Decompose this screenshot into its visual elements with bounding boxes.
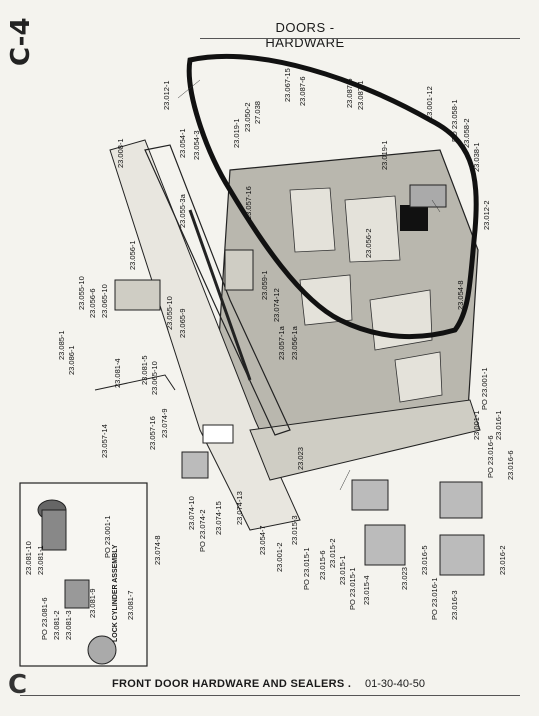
black-trim-block (400, 205, 428, 231)
part-label: PO 23.015-1 (302, 547, 311, 590)
part-label: 23.067-15 (283, 68, 292, 102)
part-label: 23.054-3 (192, 130, 201, 160)
part-label: 23.016-6 (506, 450, 515, 480)
part-label: PO 23.016-6 (486, 435, 495, 478)
window-seal (186, 53, 479, 340)
part-label: 23.087-1 (356, 80, 365, 110)
part-label: 23.074-13 (235, 491, 244, 525)
part-label: 23.016-2 (498, 545, 507, 575)
part-label: 23.055-3a (178, 194, 187, 228)
part-label: 23.085-1 (57, 330, 66, 360)
lock-washer (87, 635, 117, 665)
part-label: 23.074-8 (153, 535, 162, 565)
part-label: 23.057-16 (148, 416, 157, 450)
part-label: 27.038 (253, 101, 262, 124)
part-label: 23.058-2 (462, 118, 471, 148)
part-label: 23.087-6 (298, 76, 307, 106)
part-label: 23.057-16 (244, 186, 253, 220)
part-label: 23.054-1 (178, 128, 187, 158)
part-label: 23.054-7 (258, 525, 267, 555)
part-label: 23.057-14 (100, 424, 109, 458)
part-label: PO 23.081-6 (40, 597, 49, 640)
leader-lines (177, 79, 441, 491)
part-label: 23.038-1 (472, 142, 481, 172)
part-label: 23.081-2 (52, 610, 61, 640)
part-label: 23.065-10 (100, 284, 109, 318)
part-label: 23.065-9 (178, 308, 187, 338)
part-label: 23.055-10 (165, 296, 174, 330)
part-label: 23.015-6 (318, 550, 327, 580)
part-label: 23.001-1 (472, 410, 481, 440)
part-label: 23.081-7 (126, 590, 135, 620)
part-label: 23.008-1 (116, 138, 125, 168)
hinge-right (439, 481, 483, 519)
part-label: 23.001-2 (275, 542, 284, 572)
door-bottom-sill (249, 399, 481, 481)
part-label: PO 23.001-1 (480, 367, 489, 410)
part-label: 23.059-1 (260, 270, 269, 300)
part-label: 23.015-1 (338, 555, 347, 585)
corner-mark: C (8, 670, 28, 700)
part-label: 23.074-9 (160, 408, 169, 438)
control-rod (94, 374, 176, 391)
part-label: 23.087-5 (345, 78, 354, 108)
armrest-plate (202, 424, 234, 444)
part-label: 23.016-5 (420, 545, 429, 575)
footer-divider (20, 695, 520, 696)
part-label: 23.081-1 (36, 545, 45, 575)
part-label: 23.057-1a (277, 326, 286, 360)
footer-code: 01-30-40-50 (365, 678, 425, 690)
part-label: 23.056-2 (364, 228, 373, 258)
part-label: PO 23.016-1 (430, 577, 439, 620)
remote-control (224, 249, 254, 291)
part-label: PO 23.058-1 (450, 99, 459, 142)
part-label: 23.081-9 (88, 588, 97, 618)
part-label: 23.074-12 (272, 288, 281, 322)
part-label: 23.081-10 (24, 541, 33, 575)
latch-assembly (114, 279, 161, 311)
hinge-lower-left (364, 524, 406, 566)
part-label: 23.056-1a (290, 326, 299, 360)
part-label: 23.015-2 (328, 538, 337, 568)
lock-cylinder-assembly-title: LOCK CYLINDER ASSEMBLY (112, 544, 119, 643)
part-label: 23.056-1 (128, 240, 137, 270)
part-label: 23.016-3 (450, 590, 459, 620)
part-label: 23.019-1 (380, 140, 389, 170)
glass-run-channel (144, 144, 291, 436)
part-label: 23.074-15 (214, 501, 223, 535)
part-label: 23.081-3 (64, 610, 73, 640)
part-label: 23.015-4 (362, 575, 371, 605)
footer-title: FRONT DOOR HARDWARE AND SEALERS . (112, 678, 352, 690)
part-label: 23.081-5 (140, 355, 149, 385)
division-bar (188, 209, 252, 381)
part-label: 23.023 (400, 567, 409, 590)
part-label: 23.050-2 (243, 102, 252, 132)
lock-cylinder-body (41, 509, 67, 551)
part-label: 23.001-12 (425, 86, 434, 120)
upper-hinge (351, 479, 389, 511)
header-divider (200, 38, 520, 39)
inside-handle (181, 451, 209, 479)
door-panel-openings (289, 187, 443, 403)
lock-cam (64, 579, 90, 609)
part-label: 23.054-8 (456, 280, 465, 310)
part-label: 23.012-1 (162, 80, 171, 110)
part-label: 23.015-3 (290, 515, 299, 545)
hinge-lower-right (439, 534, 485, 576)
part-label: 23.019-1 (232, 118, 241, 148)
part-label: 23.055-10 (77, 276, 86, 310)
part-label: 23.081-4 (113, 358, 122, 388)
part-label: 23.012-2 (482, 200, 491, 230)
part-label: 23.065-10 (150, 361, 159, 395)
part-label: PO 23.001-1 (103, 515, 112, 558)
part-label: 23.023 (296, 447, 305, 470)
vent-plate (409, 184, 447, 208)
part-label: 23.016-1 (494, 410, 503, 440)
part-label: PO 23.074-2 (198, 509, 207, 552)
part-label: 23.086-1 (67, 345, 76, 375)
part-label: 23.056-6 (88, 288, 97, 318)
part-label: PO 23.015-1 (348, 567, 357, 610)
part-label: 23.074-10 (187, 496, 196, 530)
